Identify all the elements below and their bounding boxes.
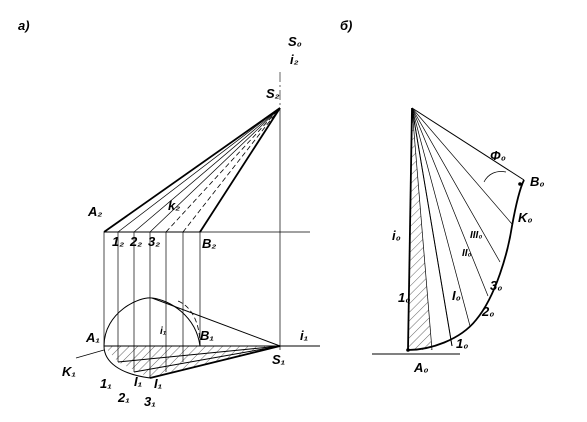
point-b0 — [518, 182, 522, 186]
generator-a2-s2 — [103, 107, 281, 233]
label-i-0: I₀ — [452, 288, 461, 303]
label-a2: A₂ — [87, 204, 102, 219]
gen-1-0-bold — [411, 107, 453, 347]
edge-s-a0 — [407, 107, 413, 351]
base-curve-lower — [103, 345, 151, 379]
k1-leader — [75, 349, 105, 359]
view-a: а) — [18, 18, 320, 409]
gen-5-0 — [411, 107, 513, 225]
hatched-sector — [408, 108, 432, 350]
view-b: б) Φ₀ B₀ K₀ i₀ 1₀ I₀ II₀ III₀ 2₀ 3₀ 1₀ A… — [340, 18, 545, 375]
generator-3-2 — [149, 107, 281, 233]
gen-2-0 — [411, 107, 471, 327]
generator-1-2 — [117, 107, 281, 233]
label-3-1: 3₁ — [144, 394, 156, 409]
label-k2: k₂ — [168, 198, 180, 213]
label-i1-small: i₁ — [160, 326, 167, 337]
label-s2: S₂ — [266, 86, 280, 101]
label-k0: K₀ — [518, 210, 533, 225]
label-b2: B₂ — [202, 236, 216, 251]
label-1-0-left: 1₀ — [398, 290, 410, 305]
label-s0: S₀ — [288, 34, 302, 49]
label-k1: K₁ — [62, 364, 76, 379]
label-3-0: 3₀ — [490, 278, 502, 293]
generator-b2-s2 — [199, 107, 281, 233]
label-1-0: 1₀ — [456, 336, 468, 351]
label-a0: A₀ — [413, 360, 429, 375]
generator-hidden-2 — [182, 107, 281, 233]
development-curve-k0 — [407, 179, 525, 351]
label-i1: i₁ — [300, 328, 308, 343]
generator-hidden-1 — [165, 107, 281, 233]
generator-top-2 — [133, 345, 281, 373]
label-2-1: 2₁ — [117, 390, 130, 405]
generator-top-1 — [117, 345, 281, 363]
label-i2: i₂ — [290, 52, 299, 67]
label-section-2: I₁ — [154, 376, 162, 391]
label-1-2: 1₂ — [112, 234, 124, 249]
view-b-label: б) — [340, 18, 352, 33]
tangent-upper — [151, 297, 281, 347]
label-ii0: II₀ — [462, 248, 472, 259]
top-view — [75, 297, 320, 379]
label-s1: S₁ — [272, 352, 285, 367]
gen-3-0 — [411, 107, 489, 297]
point-a0 — [406, 348, 410, 352]
label-section-1: I₁ — [134, 374, 142, 389]
label-b0: B₀ — [530, 174, 545, 189]
front-view — [103, 72, 310, 350]
label-3-2: 3₂ — [148, 234, 160, 249]
phi-leader — [483, 171, 507, 183]
base-curve-hidden — [177, 300, 201, 347]
label-1-1: 1₁ — [100, 376, 112, 391]
generator-2-2 — [133, 107, 281, 233]
label-b1: B₁ — [200, 328, 214, 343]
base-curve-upper — [103, 297, 201, 347]
gen-i0 — [411, 107, 433, 351]
gen-4-0 — [411, 107, 501, 263]
label-2-2: 2₂ — [129, 234, 142, 249]
edge-s-b0 — [411, 107, 525, 181]
tangent-lower — [149, 345, 281, 379]
label-a1: A₁ — [85, 330, 100, 345]
view-a-label: а) — [18, 18, 30, 33]
label-i0: i₀ — [392, 228, 401, 243]
label-iii0: III₀ — [470, 230, 482, 241]
label-phi0: Φ₀ — [490, 148, 506, 163]
label-2-0: 2₀ — [481, 304, 494, 319]
